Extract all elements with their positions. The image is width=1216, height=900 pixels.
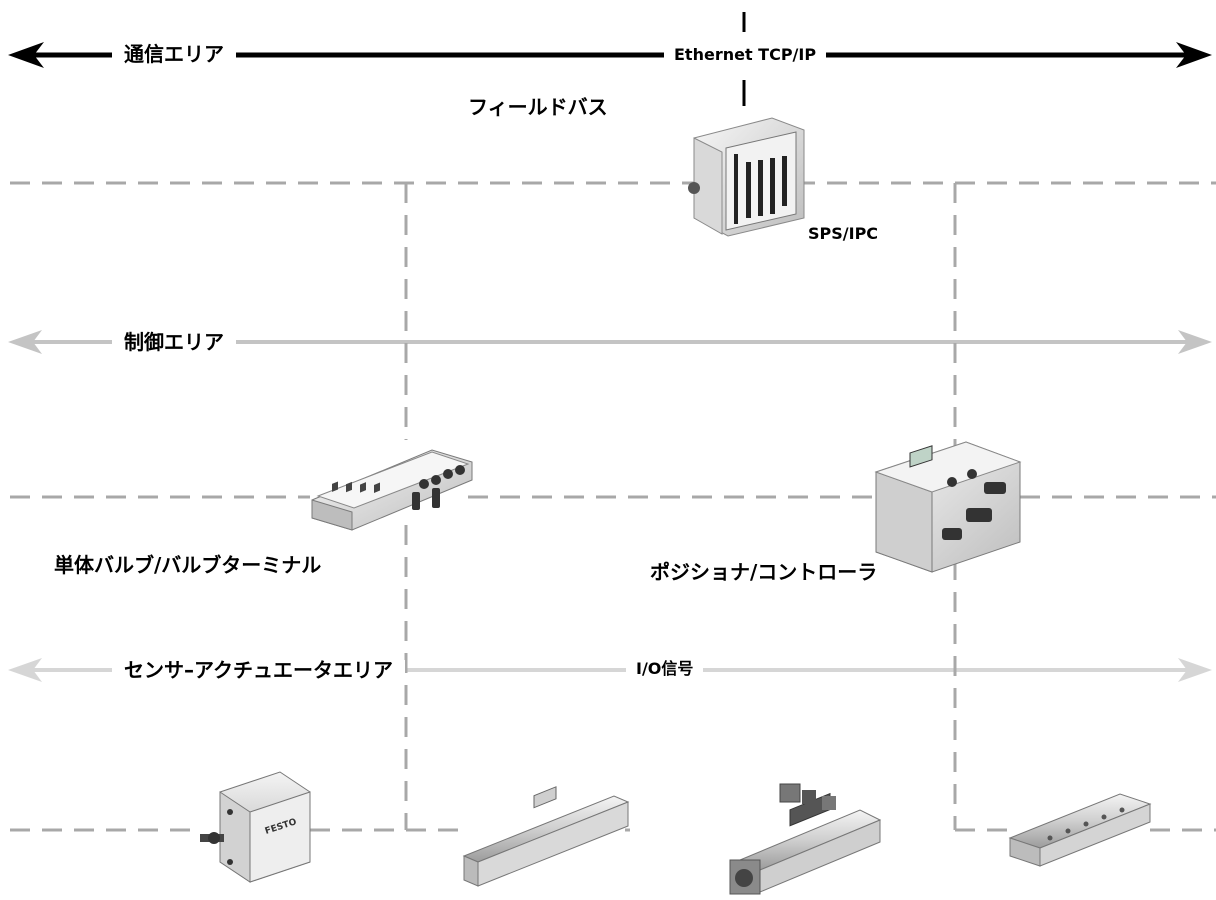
valve-terminal-device	[311, 449, 473, 531]
arrow-left-head-control	[8, 330, 42, 354]
dashed-boundaries	[10, 181, 1216, 832]
control-area-label: 制御エリア	[112, 332, 236, 352]
sps-ipc-label: SPS/IPC	[808, 224, 879, 243]
pneumatic-cylinder-device: FESTO	[200, 771, 311, 883]
arrow-right-head-sensor	[1178, 658, 1212, 682]
linear-axis-device-2	[729, 783, 882, 895]
arrow-left-head-comm	[8, 42, 44, 68]
sps-ipc-device	[688, 117, 805, 237]
linear-axis-device-1	[462, 786, 630, 887]
comm-area-label: 通信エリア	[112, 44, 236, 64]
sensor-actuator-area-label: センサ–アクチュエータエリア	[112, 660, 405, 680]
fieldbus-label: フィールドバス	[468, 95, 608, 119]
positioner-controller-device	[874, 441, 1022, 573]
io-signal-label: I/O信号	[626, 661, 704, 677]
positioner-label: ポジショナ/コントローラ	[650, 560, 878, 584]
ethernet-label: Ethernet TCP/IP	[664, 47, 827, 63]
arrow-left-head-sensor	[8, 658, 42, 682]
arrow-right-head-comm	[1176, 42, 1212, 68]
valve-terminal-label: 単体バルブ/バルブターミナル	[54, 553, 322, 577]
arrow-right-head-control	[1178, 330, 1212, 354]
electric-slide-device	[1008, 793, 1152, 867]
